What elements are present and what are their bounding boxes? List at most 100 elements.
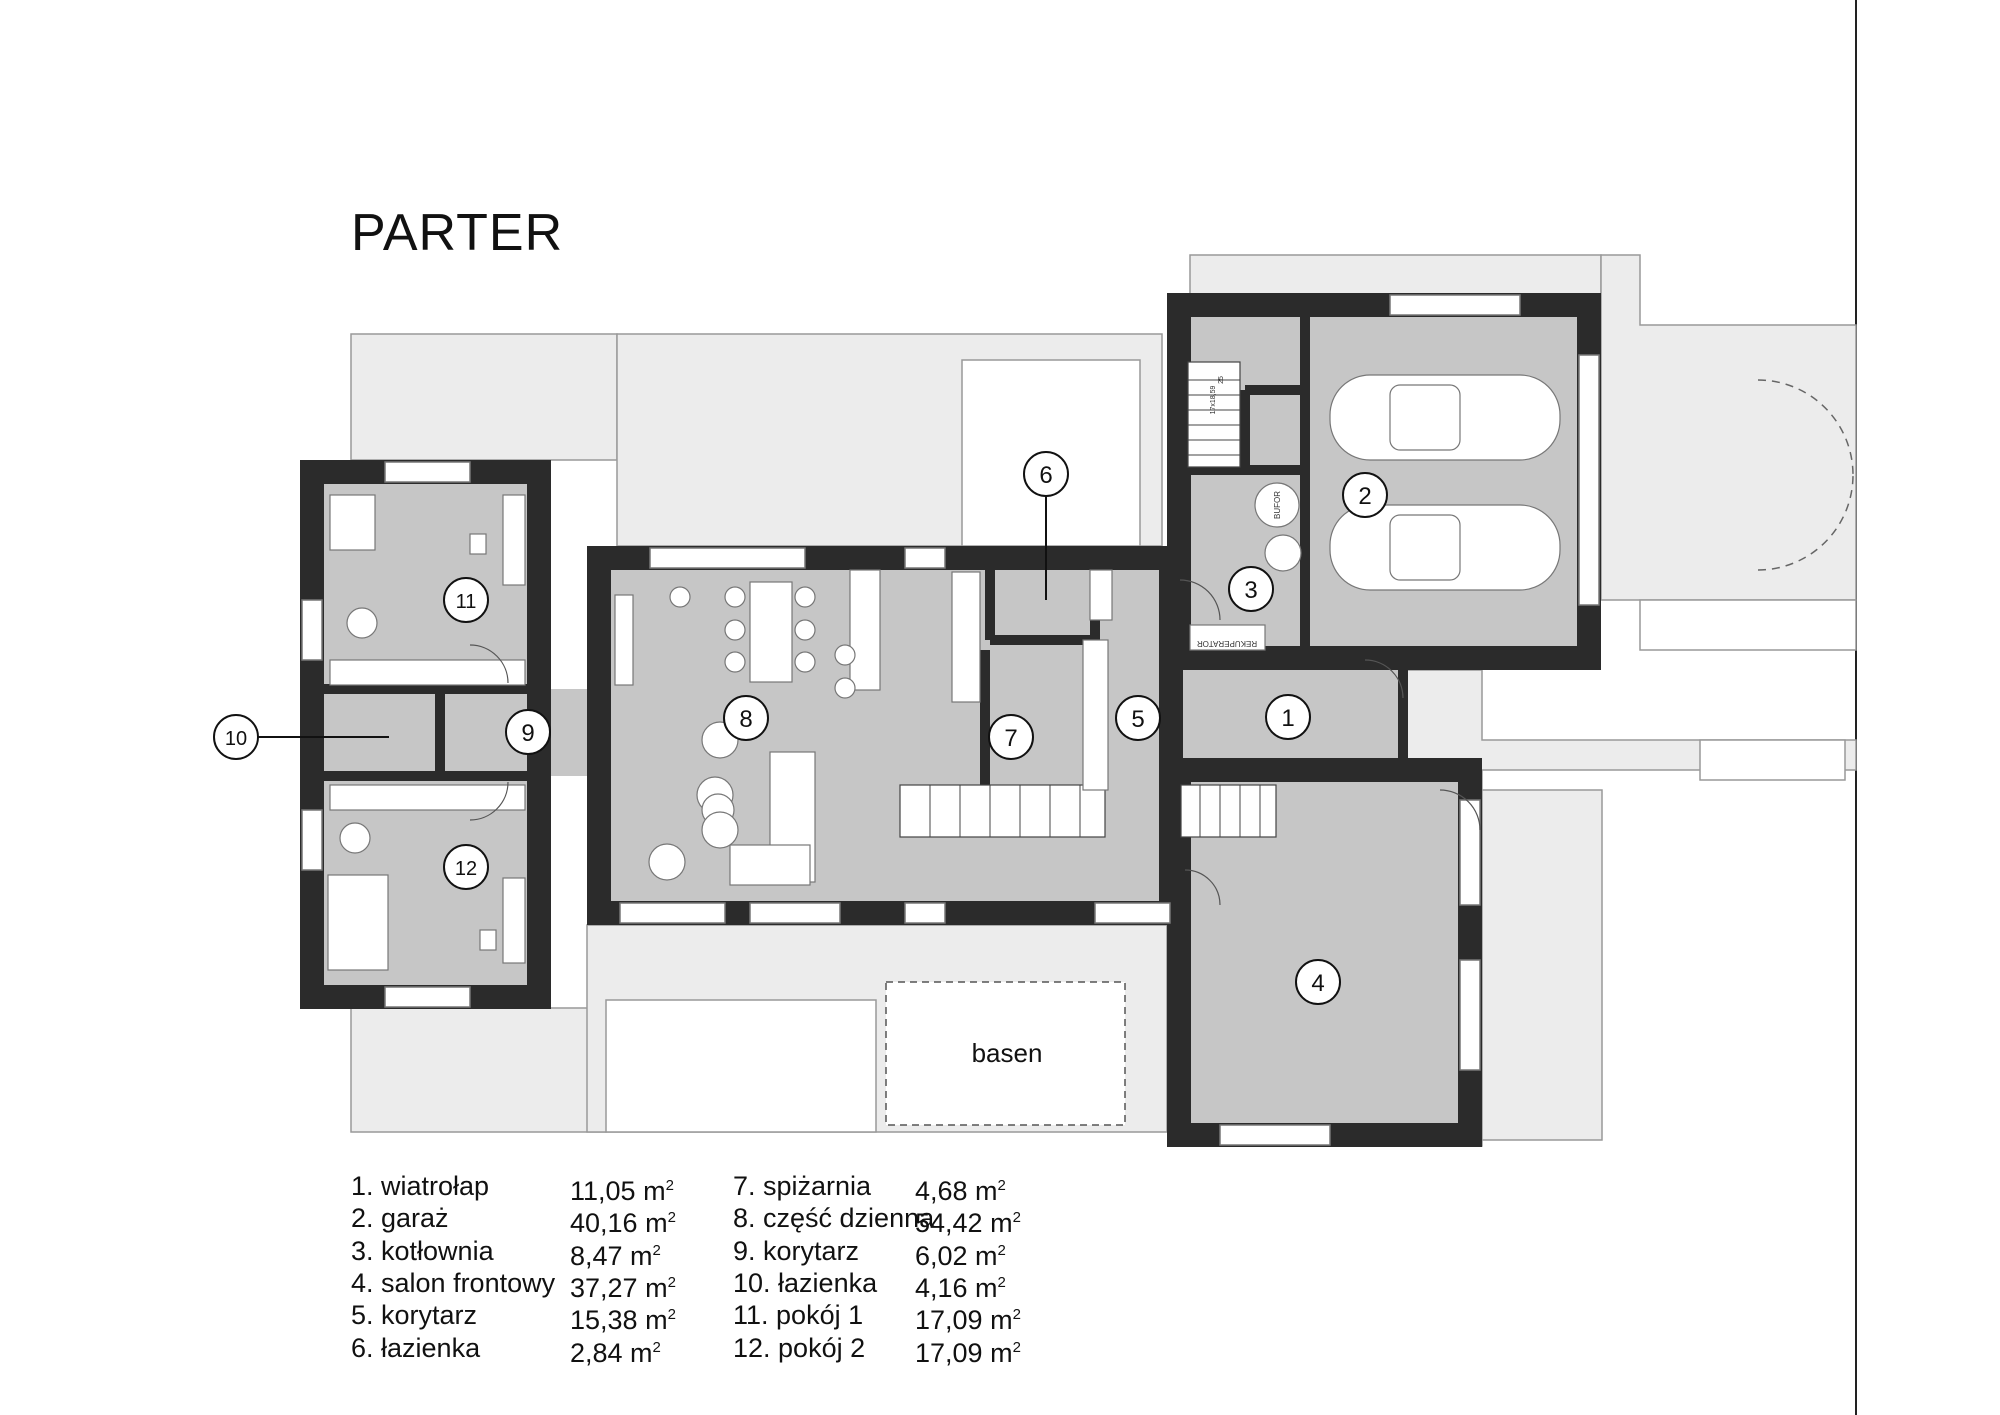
- area-value: 15,38 m: [570, 1305, 668, 1336]
- desk-room-11: [502, 494, 526, 586]
- gate-swings: [1757, 379, 1854, 571]
- legend-room-label: 11. pokój 1: [733, 1300, 864, 1331]
- wardrobe: [1082, 639, 1109, 791]
- legend-room-area: 17,09 m2: [915, 1332, 1021, 1368]
- bed-room-12: [327, 874, 389, 971]
- wardrobe-room-12: [329, 784, 526, 811]
- toilet-6: [1089, 569, 1113, 621]
- area-unit-exponent: 2: [652, 1241, 661, 1259]
- room-number: 8: [739, 706, 752, 733]
- tank-2: [1264, 534, 1302, 572]
- room-marker-9: [505, 709, 551, 755]
- legend-room-label: 7. spiżarnia: [733, 1171, 872, 1201]
- area-value: 37,27 m: [570, 1272, 668, 1303]
- room-marker-7: [988, 714, 1034, 760]
- room-number: 1: [1281, 705, 1294, 732]
- room-number: 9: [521, 720, 534, 747]
- buffer-label: BUFOR: [1273, 491, 1282, 519]
- stairs-note: 17x18,59: [1210, 385, 1217, 414]
- terrace-south-inner: [605, 999, 877, 1133]
- area-value: 17,09 m: [915, 1337, 1013, 1368]
- legend-room-label: 6. łazienka: [351, 1332, 481, 1363]
- area-unit-exponent: 2: [667, 1306, 676, 1324]
- area-value: 17,09 m: [915, 1305, 1013, 1336]
- dining-table: [749, 581, 793, 683]
- area-unit-exponent: 2: [665, 1177, 674, 1194]
- legend-room-area: 37,27 m2: [570, 1267, 676, 1303]
- room-number: 11: [456, 591, 477, 613]
- legend-room-area: 6,02 m2: [915, 1235, 1006, 1271]
- pool: [885, 981, 1126, 1126]
- room-marker-11: [443, 577, 489, 623]
- terrace-south-west: [350, 1007, 607, 1133]
- kitchen-counter: [951, 571, 981, 703]
- area-value: 6,02 m: [915, 1240, 998, 1271]
- legend-room-label: 12. pokój 2: [733, 1332, 866, 1363]
- floors: [312, 305, 1589, 1135]
- room-number: 7: [1004, 725, 1017, 752]
- room-marker-8: [723, 695, 769, 741]
- stair-treads: [929, 379, 1261, 837]
- room-marker-3: [1228, 566, 1274, 612]
- doors: [469, 579, 1481, 906]
- pool-label: basen: [972, 1038, 1043, 1068]
- area-unit-exponent: 2: [1012, 1209, 1021, 1227]
- legend-room-label: 4. salon frontowy: [351, 1267, 556, 1298]
- room-number: 5: [1131, 706, 1144, 733]
- area-value: 40,16 m: [570, 1208, 668, 1239]
- area-unit-exponent: 2: [1012, 1338, 1021, 1356]
- steps: [1699, 739, 1846, 781]
- terrace-north-west: [350, 333, 618, 461]
- room-marker-12: [443, 844, 489, 890]
- area-unit-exponent: 2: [652, 1338, 661, 1356]
- legend-room-area: 4,68 m2: [915, 1170, 1006, 1206]
- area-value: 11,05 m: [570, 1176, 666, 1206]
- legend-room-area: 11,05 m2: [570, 1170, 674, 1206]
- room-numbers: 1 2 3 4 5 6 7 8 9 10 11 12: [225, 462, 1372, 997]
- legend-room-area: 4,16 m2: [915, 1267, 1006, 1303]
- legend-room-label: 8. część dzienna: [733, 1203, 935, 1234]
- room-marker-1: [1265, 694, 1311, 740]
- room-marker-4: [1295, 959, 1341, 1005]
- terrace-garage-north: [1189, 254, 1602, 296]
- room-number: 12: [455, 858, 477, 880]
- terrace-east-2: [1481, 789, 1603, 1141]
- legend-room-label: 9. korytarz: [733, 1235, 860, 1266]
- legend-room-area: 8,47 m2: [570, 1235, 661, 1271]
- legend-room-area: 2,84 m2: [570, 1332, 661, 1368]
- area-value: 4,16 m: [915, 1272, 998, 1303]
- area-value: 4,68 m: [915, 1176, 998, 1206]
- recuperator: [1189, 624, 1266, 651]
- room-number: 3: [1244, 577, 1257, 604]
- legend-room-area: 54,42 m2: [915, 1202, 1021, 1238]
- area-value: 2,84 m: [570, 1337, 653, 1368]
- sofa-end: [729, 844, 811, 886]
- area-value: 54,42 m: [915, 1208, 1013, 1239]
- windows: [301, 294, 1600, 1146]
- legend-room-label: 5. korytarz: [351, 1300, 478, 1331]
- area-unit-exponent: 2: [997, 1241, 1006, 1259]
- room-marker-5: [1115, 695, 1161, 741]
- legend-room-label: 3. kotłownia: [351, 1235, 494, 1266]
- page-title: PARTER: [351, 204, 564, 262]
- legend-room-area: 15,38 m2: [570, 1299, 676, 1335]
- desk-room-12: [502, 877, 526, 964]
- driveway-strip: [1639, 599, 1857, 651]
- area-unit-exponent: 2: [667, 1209, 676, 1227]
- stairs-note-2: 25: [1218, 376, 1225, 384]
- room-number: 4: [1311, 970, 1324, 997]
- equipment-labels: BUFOR REKUPERATOR 17x18,59 25: [1197, 376, 1282, 648]
- kitchen-island: [849, 569, 881, 691]
- legend-room-label: 10. łazienka: [733, 1267, 878, 1298]
- area-unit-exponent: 2: [997, 1273, 1006, 1291]
- area-value: 8,47 m: [570, 1240, 653, 1271]
- area-unit-exponent: 2: [667, 1273, 676, 1291]
- area-unit-exponent: 2: [997, 1177, 1006, 1194]
- legend-room-label: 2. garaż: [351, 1203, 449, 1234]
- room-marker-10: [213, 714, 259, 760]
- driveway: [1600, 254, 1857, 601]
- room-markers: [213, 451, 1388, 1005]
- room-number: 10: [225, 728, 247, 750]
